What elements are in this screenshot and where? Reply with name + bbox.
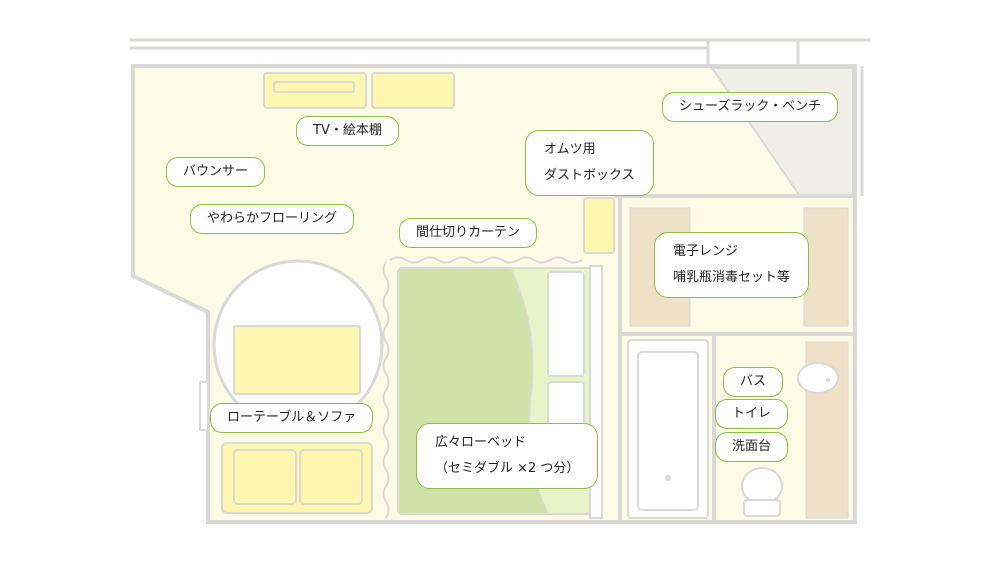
bathtub <box>627 339 709 519</box>
kitchen-walls <box>614 194 855 522</box>
bed-label-line2: （セミダブル ×2 つ分） <box>435 461 580 476</box>
microwave-label: 電子レンジ 哺乳瓶消毒セット等 <box>654 232 810 298</box>
washbasin-bowl <box>797 362 839 394</box>
book-shelf <box>371 72 455 109</box>
diaper-box-label-line1: オムツ用 <box>544 142 596 157</box>
kitchen-counter-right <box>803 207 849 327</box>
microwave-label-line2: 哺乳瓶消毒セット等 <box>673 270 791 285</box>
microwave-label-line1: 電子レンジ <box>673 244 739 259</box>
bed-label: 広々ローベッド （セミダブル ×2 つ分） <box>416 423 599 489</box>
bed-label-line1: 広々ローベッド <box>435 435 527 450</box>
diaper-box-label-line2: ダストボックス <box>544 168 635 183</box>
flooring-label: やわらかフローリング <box>190 204 355 234</box>
top-wall <box>130 38 870 66</box>
tv-shelf-label: TV・絵本棚 <box>296 116 399 146</box>
toilet <box>741 467 783 517</box>
bath-label: バス <box>723 367 784 397</box>
table-sofa-label: ローテーブル＆ソファ <box>210 403 374 433</box>
diaper-dust-box <box>583 197 615 254</box>
toilet-label: トイレ <box>715 399 789 429</box>
washbasin-label: 洗面台 <box>715 432 789 462</box>
partition-curtain <box>382 261 390 519</box>
tv-shelf <box>263 72 367 109</box>
bouncer-label: バウンサー <box>166 157 266 187</box>
sofa <box>221 442 373 514</box>
shoe-rack-label: シューズラック・ベンチ <box>662 92 839 122</box>
tv-icon <box>273 81 355 93</box>
diaper-box-label: オムツ用 ダストボックス <box>525 130 654 196</box>
low-table <box>233 325 361 395</box>
curtain-label: 間仕切りカーテン <box>399 218 538 248</box>
